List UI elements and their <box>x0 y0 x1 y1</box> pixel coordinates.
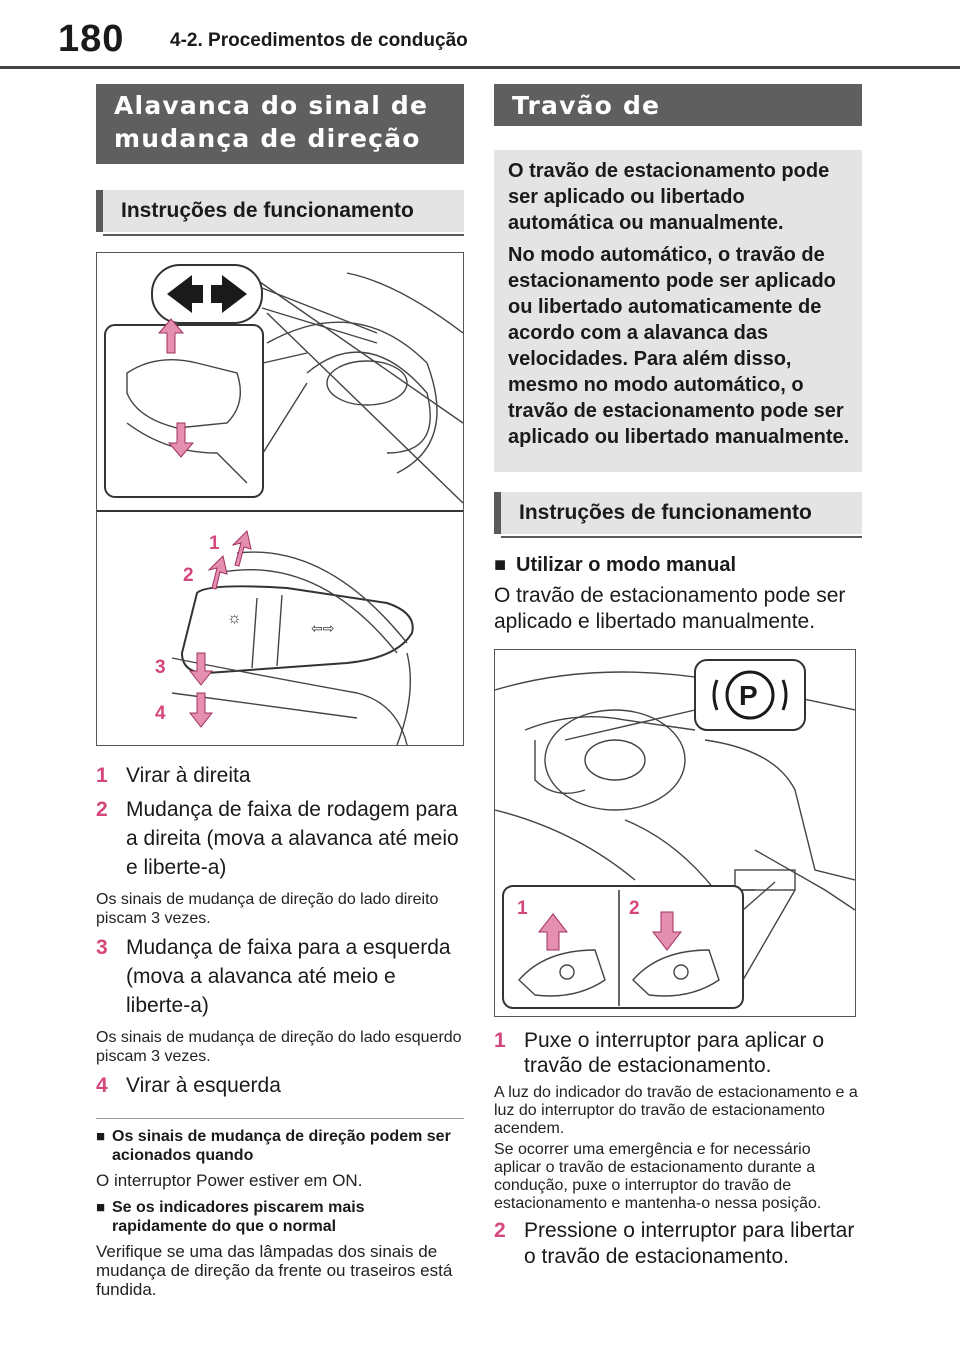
item-note: Se ocorrer uma emergência e for necessár… <box>494 1141 822 1212</box>
left-subhead: Instruções de funcionamento <box>96 190 464 236</box>
figure-label: 1 <box>209 533 220 554</box>
manual-mode-text: O travão de estacionamento pode ser apli… <box>494 584 846 633</box>
item-note: A luz do indicador do travão de estacion… <box>494 1084 858 1137</box>
arrow-left-icon <box>167 275 203 313</box>
right-subhead: Instruções de funcionamento <box>494 492 862 538</box>
figure-label: 4 <box>155 703 166 724</box>
note-text: Verifique se uma das lâmpadas dos sinais… <box>96 1242 453 1299</box>
square-bullet-icon: ■ <box>96 1199 106 1216</box>
section-title: 4-2. Procedimentos de condução <box>170 30 468 51</box>
turn-signal-illustration: ☼ ⇦⇨ 1 2 3 4 <box>97 264 464 746</box>
square-bullet-icon: ■ <box>96 1128 106 1145</box>
note-heading: ■ Os sinais de mudança de direção podem … <box>96 1128 451 1164</box>
turn-signal-figure: ☼ ⇦⇨ 1 2 3 4 <box>96 252 464 746</box>
figure-label: 2 <box>183 565 194 586</box>
square-bullet-icon: ■ <box>494 554 507 576</box>
page-number: 180 <box>58 18 125 60</box>
right-column: Travão de estacionamento O travão de est… <box>494 84 862 1270</box>
note-text: O interruptor Power estiver em ON. <box>96 1171 363 1190</box>
figure-label: 1 <box>517 898 528 919</box>
figure-label: 3 <box>155 657 166 678</box>
item-note: Os sinais de mudança de direção do lado … <box>96 1029 462 1065</box>
svg-text:☼: ☼ <box>227 610 242 627</box>
figure-label: 2 <box>629 898 640 919</box>
parking-brake-intro: O travão de estacionamento pode ser apli… <box>494 150 862 472</box>
parking-brake-figure: P 1 2 <box>494 649 856 1017</box>
note-heading: ■ Se os indicadores piscarem mais rapida… <box>96 1199 365 1235</box>
parking-brake-illustration: P 1 2 <box>494 659 856 1009</box>
parking-brake-title: Travão de estacionamento <box>494 84 862 153</box>
svg-text:⇦⇨: ⇦⇨ <box>311 620 334 636</box>
item-note: Os sinais de mudança de direção do lado … <box>96 891 439 927</box>
manual-mode-heading: ■ Utilizar o modo manual <box>494 554 737 576</box>
left-column: Alavanca do sinal de mudança de direção … <box>96 84 464 1299</box>
arrow-right-icon <box>211 275 247 313</box>
svg-text:P: P <box>739 680 758 711</box>
turn-signal-title: Alavanca do sinal de mudança de direção <box>96 84 464 164</box>
header-rule <box>0 66 960 69</box>
parking-p-icon: P <box>712 670 788 720</box>
